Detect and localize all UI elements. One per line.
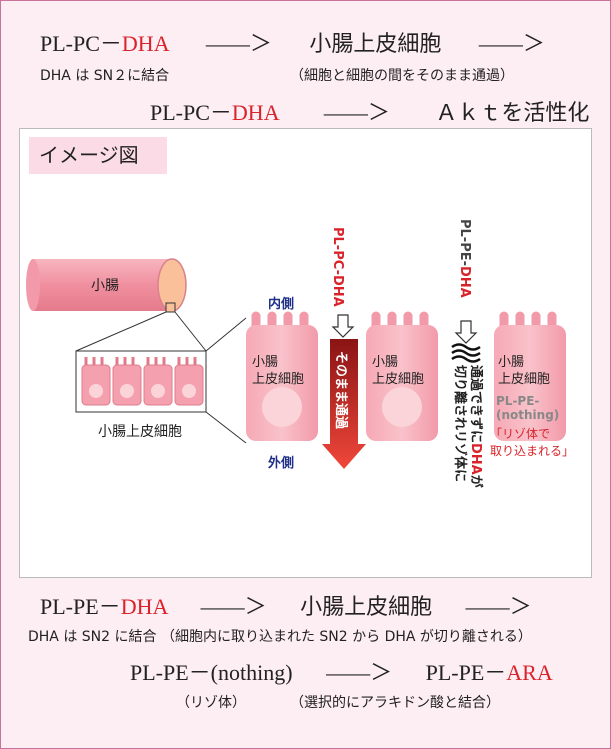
pass-through-arrow [322,339,366,469]
cleave-col1-part1: 通過できずに [468,365,484,443]
pc-label-prefix: PL-PC- [330,227,345,275]
molecule-prefix: PL-PE－ [425,660,507,685]
down-arrow-icon [454,320,478,344]
epithelial-cell-3: 小腸 上皮細胞 PL-PE- (nothing) 「リゾ体で 取り込まれる」 [490,311,574,458]
molecule-accent: DHA [121,31,169,56]
molecule-prefix: PL-PE－ [40,594,121,619]
arrow: ——＞ [323,100,390,125]
epithelial-cell-2: 小腸 上皮細胞 [366,311,438,441]
target: 小腸上皮細胞 [309,31,442,56]
pe-label-prefix: PL-PE- [457,219,472,266]
note-lyso: （リゾ体） [176,695,246,711]
epithelium-label: 小腸上皮細胞 [98,424,182,440]
cell-label-line2: 上皮細胞 [498,372,550,387]
cell-label-line1: 小腸 [498,355,524,370]
molecule-prefix: PL-PC－ [40,31,122,56]
target: 小腸上皮細胞 [300,594,433,619]
result: Ａｋｔを活性化 [435,100,590,125]
pass-through-label: そのまま通過 [333,351,349,430]
cell-label-line2: 上皮細胞 [372,372,424,387]
outer-side-label: 外側 [267,455,294,471]
intestine-label: 小腸 [91,278,119,294]
cell-label-line1: 小腸 [252,355,278,370]
inner-side-label: 内側 [268,296,294,312]
arrow: ——＞ [200,594,267,619]
panel-tag: イメージ図 [29,137,167,174]
image-panel: イメージ図 小腸 [19,128,592,578]
arrow: ——＞ [465,594,532,619]
note-ara-binding: （選択的にアラキドン酸と結合） [290,695,500,711]
molecule-accent: ARA [506,660,553,685]
pe-dha-vertical-label: PL-PE-DHA [457,219,472,298]
cell-label-line2: 上皮細胞 [252,372,304,387]
cleave-col1-part2: が [468,475,484,488]
mini-epithelium: 小腸上皮細胞 [75,350,207,440]
pathway-pc-dha-to-epithelium: PL-PC－DHA ——＞ 小腸上皮細胞 ——＞ [40,26,545,58]
wavy-break-icon [451,343,481,363]
note-sn2-binding: DHA は SN２に結合 [40,68,170,84]
nothing-label-line2: (nothing) [496,408,559,422]
arrow: ——＞ [205,31,272,56]
pc-dha-vertical-label: PL-PC-DHA [330,227,345,307]
intestine-tube: 小腸 [26,258,187,313]
cleave-col1-accent: DHA [468,443,483,475]
arrow: ——＞ [326,660,393,685]
cleave-text-col1: 通過できずにDHAが [468,365,484,488]
molecule-prefix: PL-PC－ [150,100,232,125]
uptake-label-line1: 「リゾ体で [490,427,550,441]
arrow: ——＞ [478,31,545,56]
down-arrow-icon [331,314,355,338]
uptake-label-line2: 取り込まれる」 [490,444,574,458]
lyso-molecule: PL-PE－(nothing) [130,660,293,685]
epithelial-cell-1: 小腸 上皮細胞 [246,311,318,441]
molecule-accent: DHA [231,100,279,125]
pe-label-accent: DHA [457,266,472,298]
pathway-pe-nothing-to-ara: PL-PE－(nothing) ——＞ PL-PE－ARA [130,655,553,687]
note-paracellular: （細胞と細胞の間をそのまま通過） [290,68,514,84]
zoom-lines [75,311,247,444]
molecule-accent: DHA [120,594,168,619]
nothing-label-line1: PL-PE- [496,394,539,408]
note-pe-cleavage: DHA は SN2 に結合 （細胞内に取り込まれた SN2 から DHA が切り… [28,629,532,645]
cleave-text-col2: 切り離されリゾ体に [452,365,468,482]
pathway-pe-dha-to-epithelium: PL-PE－DHA ——＞ 小腸上皮細胞 ——＞ [40,589,532,621]
pathway-pc-dha-to-akt: PL-PC－DHA ——＞ Ａｋｔを活性化 [150,95,589,127]
diagram-svg: 小腸 [26,219,574,488]
cell-label-line1: 小腸 [372,355,398,370]
pc-label-accent: DHA [330,275,345,307]
